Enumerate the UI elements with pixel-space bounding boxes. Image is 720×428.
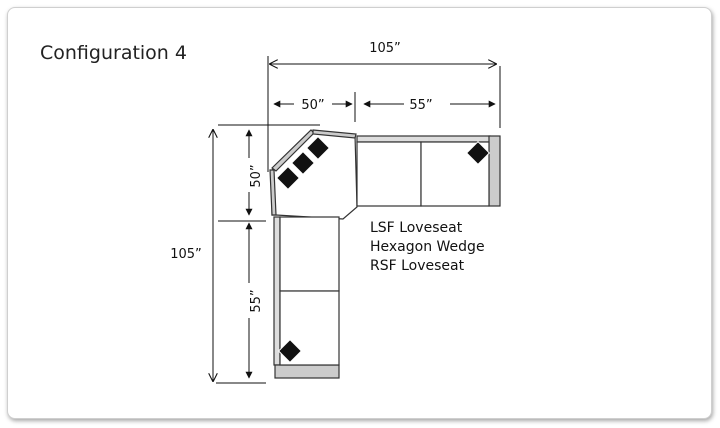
configuration-title: Configuration 4 bbox=[40, 42, 187, 64]
top-total-label: 105” bbox=[369, 41, 401, 56]
pillow-icon bbox=[465, 140, 491, 166]
left-wedge-label: 50” bbox=[249, 164, 264, 187]
piece-label: Hexagon Wedge bbox=[370, 239, 485, 255]
left-loveseat-label: 55” bbox=[249, 289, 264, 312]
wedge-pillows bbox=[275, 135, 331, 191]
extension-lines bbox=[216, 56, 501, 384]
top-loveseat-label: 55” bbox=[409, 98, 432, 113]
diagram-card bbox=[7, 7, 712, 419]
piece-label: RSF Loveseat bbox=[370, 258, 465, 274]
top-wedge-label: 50” bbox=[301, 98, 324, 113]
lsf-loveseat bbox=[273, 216, 340, 379]
hexagon-wedge bbox=[269, 129, 358, 220]
pillow-icon bbox=[277, 338, 303, 364]
piece-label: LSF Loveseat bbox=[370, 220, 463, 236]
left-total-label: 105” bbox=[170, 247, 202, 262]
rsf-loveseat bbox=[356, 135, 501, 207]
